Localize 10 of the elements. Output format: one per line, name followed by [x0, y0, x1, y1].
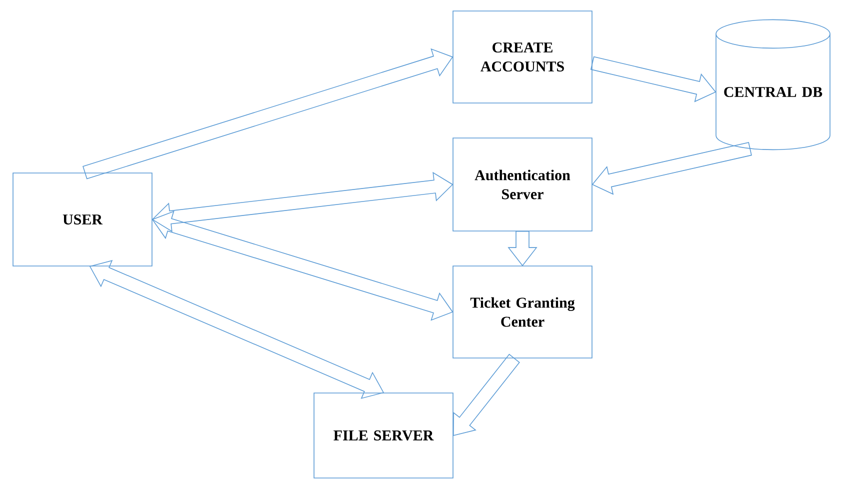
process-box: Authentication Server	[452, 138, 592, 232]
process-box: Ticket Granting Center	[452, 266, 592, 358]
block-arrow	[453, 354, 520, 436]
block-arrow	[592, 142, 752, 195]
block-arrow	[508, 230, 538, 266]
database-cylinder: CENTRAL DB	[716, 19, 830, 150]
process-box: FILE SERVER	[314, 392, 454, 478]
process-box: USER	[12, 172, 152, 266]
block-arrow	[82, 48, 454, 180]
process-box: CREATE ACCOUNTS	[452, 10, 592, 104]
